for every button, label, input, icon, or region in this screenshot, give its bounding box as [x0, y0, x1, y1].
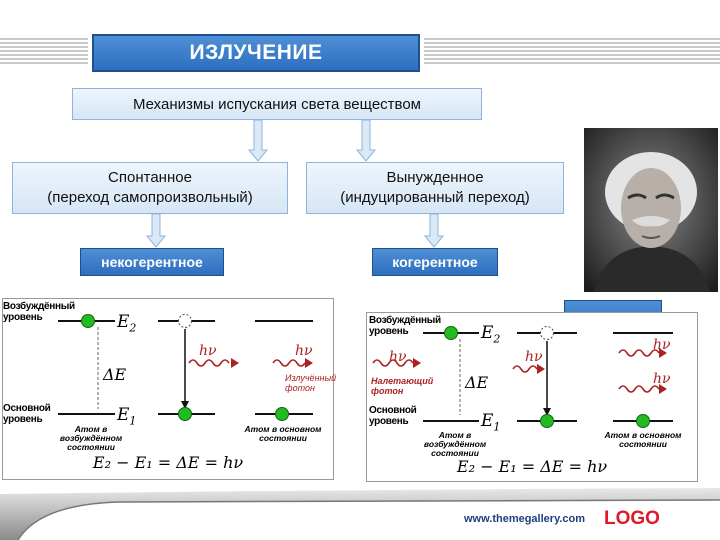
arrow-to-spontaneous: [248, 120, 268, 162]
arrow-to-incoherent: [146, 214, 166, 248]
spontaneous-label: Спонтанное: [108, 169, 192, 186]
e2-label: E2: [481, 323, 501, 346]
e2-label: E2: [117, 312, 137, 335]
atom-ground-caption: Атом в основном состоянии: [244, 424, 322, 443]
excited-level-label: Возбуждённый уровень: [369, 315, 441, 337]
hv-label: hν: [295, 343, 313, 359]
footer-url[interactable]: www.themegallery.com: [464, 513, 586, 525]
spontaneous-diagram-graphics: [58, 314, 313, 421]
mechanisms-label: Механизмы испускания света веществом: [132, 95, 421, 113]
energy-formula: E₂ − E₁ = ΔE = hν: [456, 457, 608, 476]
atom-ground-caption: Атом в основном состоянии: [604, 430, 682, 449]
footer-swoosh: [0, 488, 720, 540]
photon-wave-icon: [618, 349, 660, 357]
atom-icon: [540, 414, 554, 428]
slide-title: ИЗЛУЧЕНИЕ: [92, 34, 420, 72]
stimulated-sub: (индуцированный переход): [340, 189, 530, 206]
stimulated-label: Вынужденное: [386, 169, 484, 186]
atom-empty-icon: [540, 326, 554, 340]
stimulated-diagram-graphics: [372, 326, 673, 428]
hv-label: hν: [653, 371, 671, 387]
photon-wave-icon: [188, 359, 230, 367]
photon-arrow-head: [231, 358, 239, 368]
photon-wave-icon: [512, 365, 538, 373]
header-stripe-right: [424, 38, 720, 66]
stimulated-box: Вынужденное (индуцированный переход): [306, 162, 564, 214]
photon-wave-icon: [618, 385, 660, 393]
photon-arrow-head: [659, 348, 667, 358]
hv-label: hν: [199, 343, 217, 359]
atom-empty-icon: [178, 314, 192, 328]
delta-e-label: ΔE: [465, 373, 489, 392]
atom-icon: [178, 407, 192, 421]
photon-wave-icon: [272, 359, 306, 367]
photon-wave-icon: [372, 359, 414, 367]
delta-e-label: ΔE: [103, 365, 127, 384]
photon-arrow-head: [305, 358, 313, 368]
hv-label: hν: [389, 349, 407, 365]
incoherent-tag: некогерентное: [80, 248, 224, 276]
excited-level-label: Возбуждённый уровень: [3, 301, 75, 323]
hv-label: hν: [525, 349, 543, 365]
ground-level-label: Основной уровень: [369, 405, 417, 427]
einstein-portrait: [584, 128, 718, 292]
emitted-photon-label: Излучённый фотон: [285, 373, 337, 393]
transition-arrow-head: [181, 401, 189, 409]
arrow-to-stimulated: [356, 120, 376, 162]
energy-formula: E₂ − E₁ = ΔE = hν: [92, 453, 244, 472]
spontaneous-sub: (переход самопроизвольный): [47, 189, 253, 206]
atom-icon: [636, 414, 650, 428]
atom-excited-caption: Атом в возбуждённом состоянии: [59, 424, 123, 452]
photon-arrow-head: [413, 358, 421, 368]
spontaneous-diagram: Возбуждённый уровень Основной уровень E2…: [2, 298, 337, 480]
e1-label: E1: [117, 405, 137, 428]
atom-icon: [444, 326, 458, 340]
incident-photon-label: Налетающий фотон: [371, 376, 434, 396]
mechanisms-box: Механизмы испускания света веществом: [72, 88, 482, 120]
atom-icon: [81, 314, 95, 328]
photon-arrow-head: [537, 364, 545, 374]
spontaneous-box: Спонтанное (переход самопроизвольный): [12, 162, 288, 214]
atom-icon: [275, 407, 289, 421]
atom-excited-caption: Атом в возбуждённом состоянии: [423, 430, 487, 458]
arrow-to-coherent: [424, 214, 444, 248]
e1-label: E1: [481, 411, 501, 434]
transition-arrow-head: [543, 408, 551, 416]
stimulated-diagram: Возбуждённый уровень Основной уровень E2…: [366, 312, 698, 482]
coherent-tag: когерентное: [372, 248, 498, 276]
hv-label: hν: [653, 337, 671, 353]
footer-logo: LOGO: [604, 508, 660, 529]
photon-arrow-head: [659, 384, 667, 394]
ground-level-label: Основной уровень: [3, 403, 51, 425]
header-stripe-left: [0, 38, 88, 66]
